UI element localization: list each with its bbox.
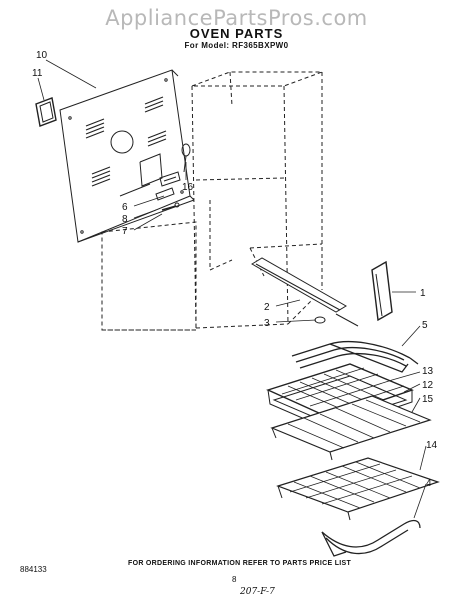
lower-element-part: [321, 519, 421, 557]
callout-7: 7: [122, 226, 128, 237]
thermostat-bulb-part: [181, 143, 191, 173]
watermark: AppliancePartsPros.com: [105, 6, 368, 30]
callout-4: 4: [426, 478, 432, 489]
diagram-title: OVEN PARTS: [189, 26, 284, 41]
callout-13: 13: [422, 366, 434, 377]
document-number: 884133: [20, 565, 47, 574]
callout-8: 8: [122, 214, 128, 225]
callout-16: 16: [182, 182, 194, 193]
bracket-part: [159, 171, 181, 187]
callout-3: 3: [264, 318, 270, 329]
model-line: For Model: RF365BXPW0: [184, 41, 289, 50]
callout-15: 15: [422, 394, 434, 405]
callout-10: 10: [36, 50, 48, 61]
callout-14: 14: [426, 440, 438, 451]
callout-1: 1: [420, 288, 426, 299]
screw-part: [161, 202, 180, 211]
oven-rack-upper-part: [270, 395, 432, 461]
callout-2: 2: [264, 302, 270, 313]
callout-6: 6: [122, 202, 128, 213]
callout-labels: 10 11 16 6 8 7 1 2 3 5 13 12 15 14 4: [32, 50, 438, 489]
element-rod-part: [251, 257, 359, 327]
handwritten-code: 207-F-7: [240, 587, 275, 597]
callout-5: 5: [422, 320, 428, 331]
oven-rack-lower-part: [276, 457, 440, 521]
vent-trim-part: [371, 260, 393, 322]
page-number: 8: [232, 575, 237, 584]
gasket-part: [35, 97, 57, 127]
callout-11: 11: [32, 68, 43, 79]
ordering-note: FOR ORDERING INFORMATION REFER TO PARTS …: [128, 560, 352, 567]
bake-element-part: [291, 341, 419, 373]
callout-12: 12: [422, 380, 434, 391]
